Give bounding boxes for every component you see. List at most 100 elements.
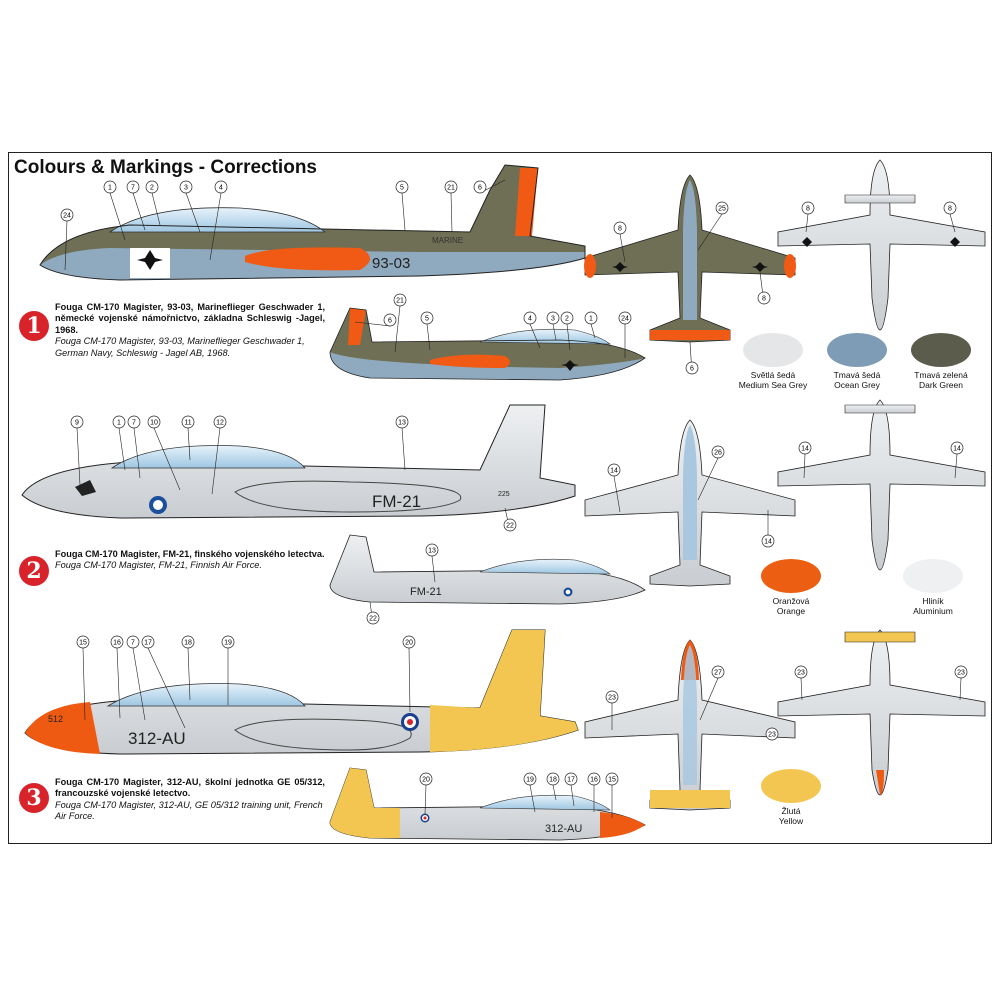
callout-s2_side-12: 12: [211, 415, 227, 495]
callout-s1_small-5: 5: [420, 311, 434, 351]
callout-s1_small-1: 1: [584, 311, 598, 339]
callout-s2_side-7: 7: [127, 415, 141, 479]
svg-text:27: 27: [714, 670, 722, 677]
svg-text:14: 14: [953, 446, 961, 453]
callout-s1_plan-8: 8: [943, 201, 957, 233]
svg-text:1: 1: [589, 316, 593, 323]
swatch-cz: Tmavá šedá: [833, 370, 881, 380]
aircraft-3-bottom: [777, 629, 986, 796]
svg-text:17: 17: [144, 640, 152, 647]
callout-s1_side-4: 4: [209, 180, 228, 261]
scheme-2-badge: 2: [19, 556, 49, 586]
svg-text:15: 15: [608, 777, 616, 784]
svg-text:19: 19: [224, 640, 232, 647]
callout-s1_plan-8: 8: [801, 201, 815, 233]
callout-s3_plan-23: 23: [794, 665, 808, 701]
svg-text:1: 1: [117, 420, 121, 427]
swatch-medium-sea-grey: [743, 333, 803, 367]
svg-text:14: 14: [764, 539, 772, 546]
swatch-en: Dark Green: [919, 380, 963, 390]
aircraft-3-nose: 512: [48, 714, 63, 724]
callout-s2_side-10: 10: [147, 415, 181, 491]
callout-s2_side-1: 1: [112, 415, 126, 471]
svg-text:21: 21: [396, 298, 404, 305]
swatch-en: Aluminium: [913, 606, 953, 616]
scheme-3-en: Fouga CM-170 Magister, 312-AU, GE 05/312…: [55, 799, 323, 822]
svg-text:7: 7: [132, 420, 136, 427]
aircraft-1-marine: MARINE: [432, 236, 463, 245]
svg-text:8: 8: [948, 206, 952, 213]
svg-text:5: 5: [425, 316, 429, 323]
callout-s2_side-9: 9: [70, 415, 84, 486]
page-title: Colours & Markings - Corrections: [14, 157, 317, 178]
svg-text:9: 9: [75, 420, 79, 427]
callout-s2_plan-14: 14: [607, 463, 621, 513]
callout-s2_plan-14: 14: [798, 441, 812, 479]
callout-s3_side-15: 15: [76, 635, 90, 721]
callout-s1_side-24: 24: [60, 208, 74, 271]
svg-text:26: 26: [714, 450, 722, 457]
svg-text:16: 16: [113, 640, 121, 647]
callout-s1_side-6: 6: [473, 179, 506, 194]
svg-text:8: 8: [618, 226, 622, 233]
svg-text:25: 25: [718, 206, 726, 213]
svg-text:2: 2: [150, 185, 154, 192]
svg-text:7: 7: [131, 185, 135, 192]
callout-s3_side-7: 7: [126, 635, 146, 721]
callout-s1_side-21: 21: [444, 180, 458, 233]
scheme-1-en: Fouga CM-170 Magister, 93-03, Marineflie…: [55, 336, 305, 358]
swatch-label-aluminium: Hliník Aluminium: [888, 596, 978, 616]
callout-s3_plan-23: 23: [954, 665, 968, 701]
aircraft-2-bottom: [777, 399, 986, 571]
callout-s1_small-6: 6: [354, 313, 397, 327]
callout-s1_small-21: 21: [393, 293, 407, 353]
aircraft-2-serial: 225: [498, 491, 510, 498]
callout-s3_small-15: 15: [605, 772, 619, 818]
swatch-label-ocean-grey: Tmavá šedá Ocean Grey: [812, 370, 902, 390]
swatch-label-orange: Oranžová Orange: [746, 596, 836, 616]
swatch-cz: Žlutá: [781, 806, 801, 816]
aircraft-1-code: 93-03: [372, 255, 410, 272]
aircraft-2-side: FM-21 225: [21, 404, 576, 519]
aircraft-3-side-small: 312-AU: [329, 767, 646, 841]
svg-text:15: 15: [79, 640, 87, 647]
aircraft-3-small-code: 312-AU: [545, 823, 582, 835]
callout-s2_small-13: 13: [425, 543, 439, 583]
swatch-cz: Hliník: [922, 596, 944, 606]
callout-s1_small-24: 24: [618, 311, 632, 358]
swatch-ocean-grey: [827, 333, 887, 367]
svg-text:23: 23: [768, 732, 776, 739]
svg-text:16: 16: [590, 777, 598, 784]
scheme-3-cz: Fouga CM-170 Magister, 312-AU, školní je…: [55, 777, 325, 799]
callout-s1_small-2: 2: [560, 311, 574, 351]
callout-s3_side-16: 16: [110, 635, 124, 719]
svg-text:1: 1: [108, 185, 112, 192]
svg-text:24: 24: [63, 213, 71, 220]
svg-text:6: 6: [478, 185, 482, 192]
swatch-orange: [761, 559, 821, 593]
callout-s2_side-13: 13: [395, 415, 409, 471]
callout-s1_side-7: 7: [126, 180, 146, 231]
aircraft-2-small-code: FM-21: [410, 586, 442, 598]
callout-s1_small-3: 3: [546, 311, 560, 341]
scheme-1-badge: 1: [19, 311, 49, 341]
svg-text:24: 24: [621, 316, 629, 323]
svg-text:20: 20: [405, 640, 413, 647]
svg-text:11: 11: [184, 420, 191, 427]
callout-s3_side-17: 17: [141, 635, 186, 729]
callout-s3_plan-27: 27: [699, 665, 725, 721]
callout-s1_plan-8: 8: [757, 271, 771, 305]
svg-text:13: 13: [428, 548, 436, 555]
svg-text:23: 23: [957, 670, 965, 677]
callout-s2_plan-14: 14: [950, 441, 964, 479]
callout-s3_side-19: 19: [221, 635, 235, 705]
callout-s3_side-18: 18: [181, 635, 195, 701]
callout-s3_plan-23: 23: [605, 690, 619, 730]
callout-s3_small-19: 19: [523, 772, 537, 813]
aircraft-3-code: 312-AU: [128, 729, 186, 748]
callout-s1_plan-8: 8: [613, 221, 627, 263]
scheme-3-badge: 3: [19, 783, 49, 813]
swatch-label-dark-green: Tmavá zelená Dark Green: [896, 370, 986, 390]
scheme-2-description: Fouga CM-170 Magister, FM-21, finského v…: [55, 549, 325, 572]
svg-text:19: 19: [526, 777, 534, 784]
